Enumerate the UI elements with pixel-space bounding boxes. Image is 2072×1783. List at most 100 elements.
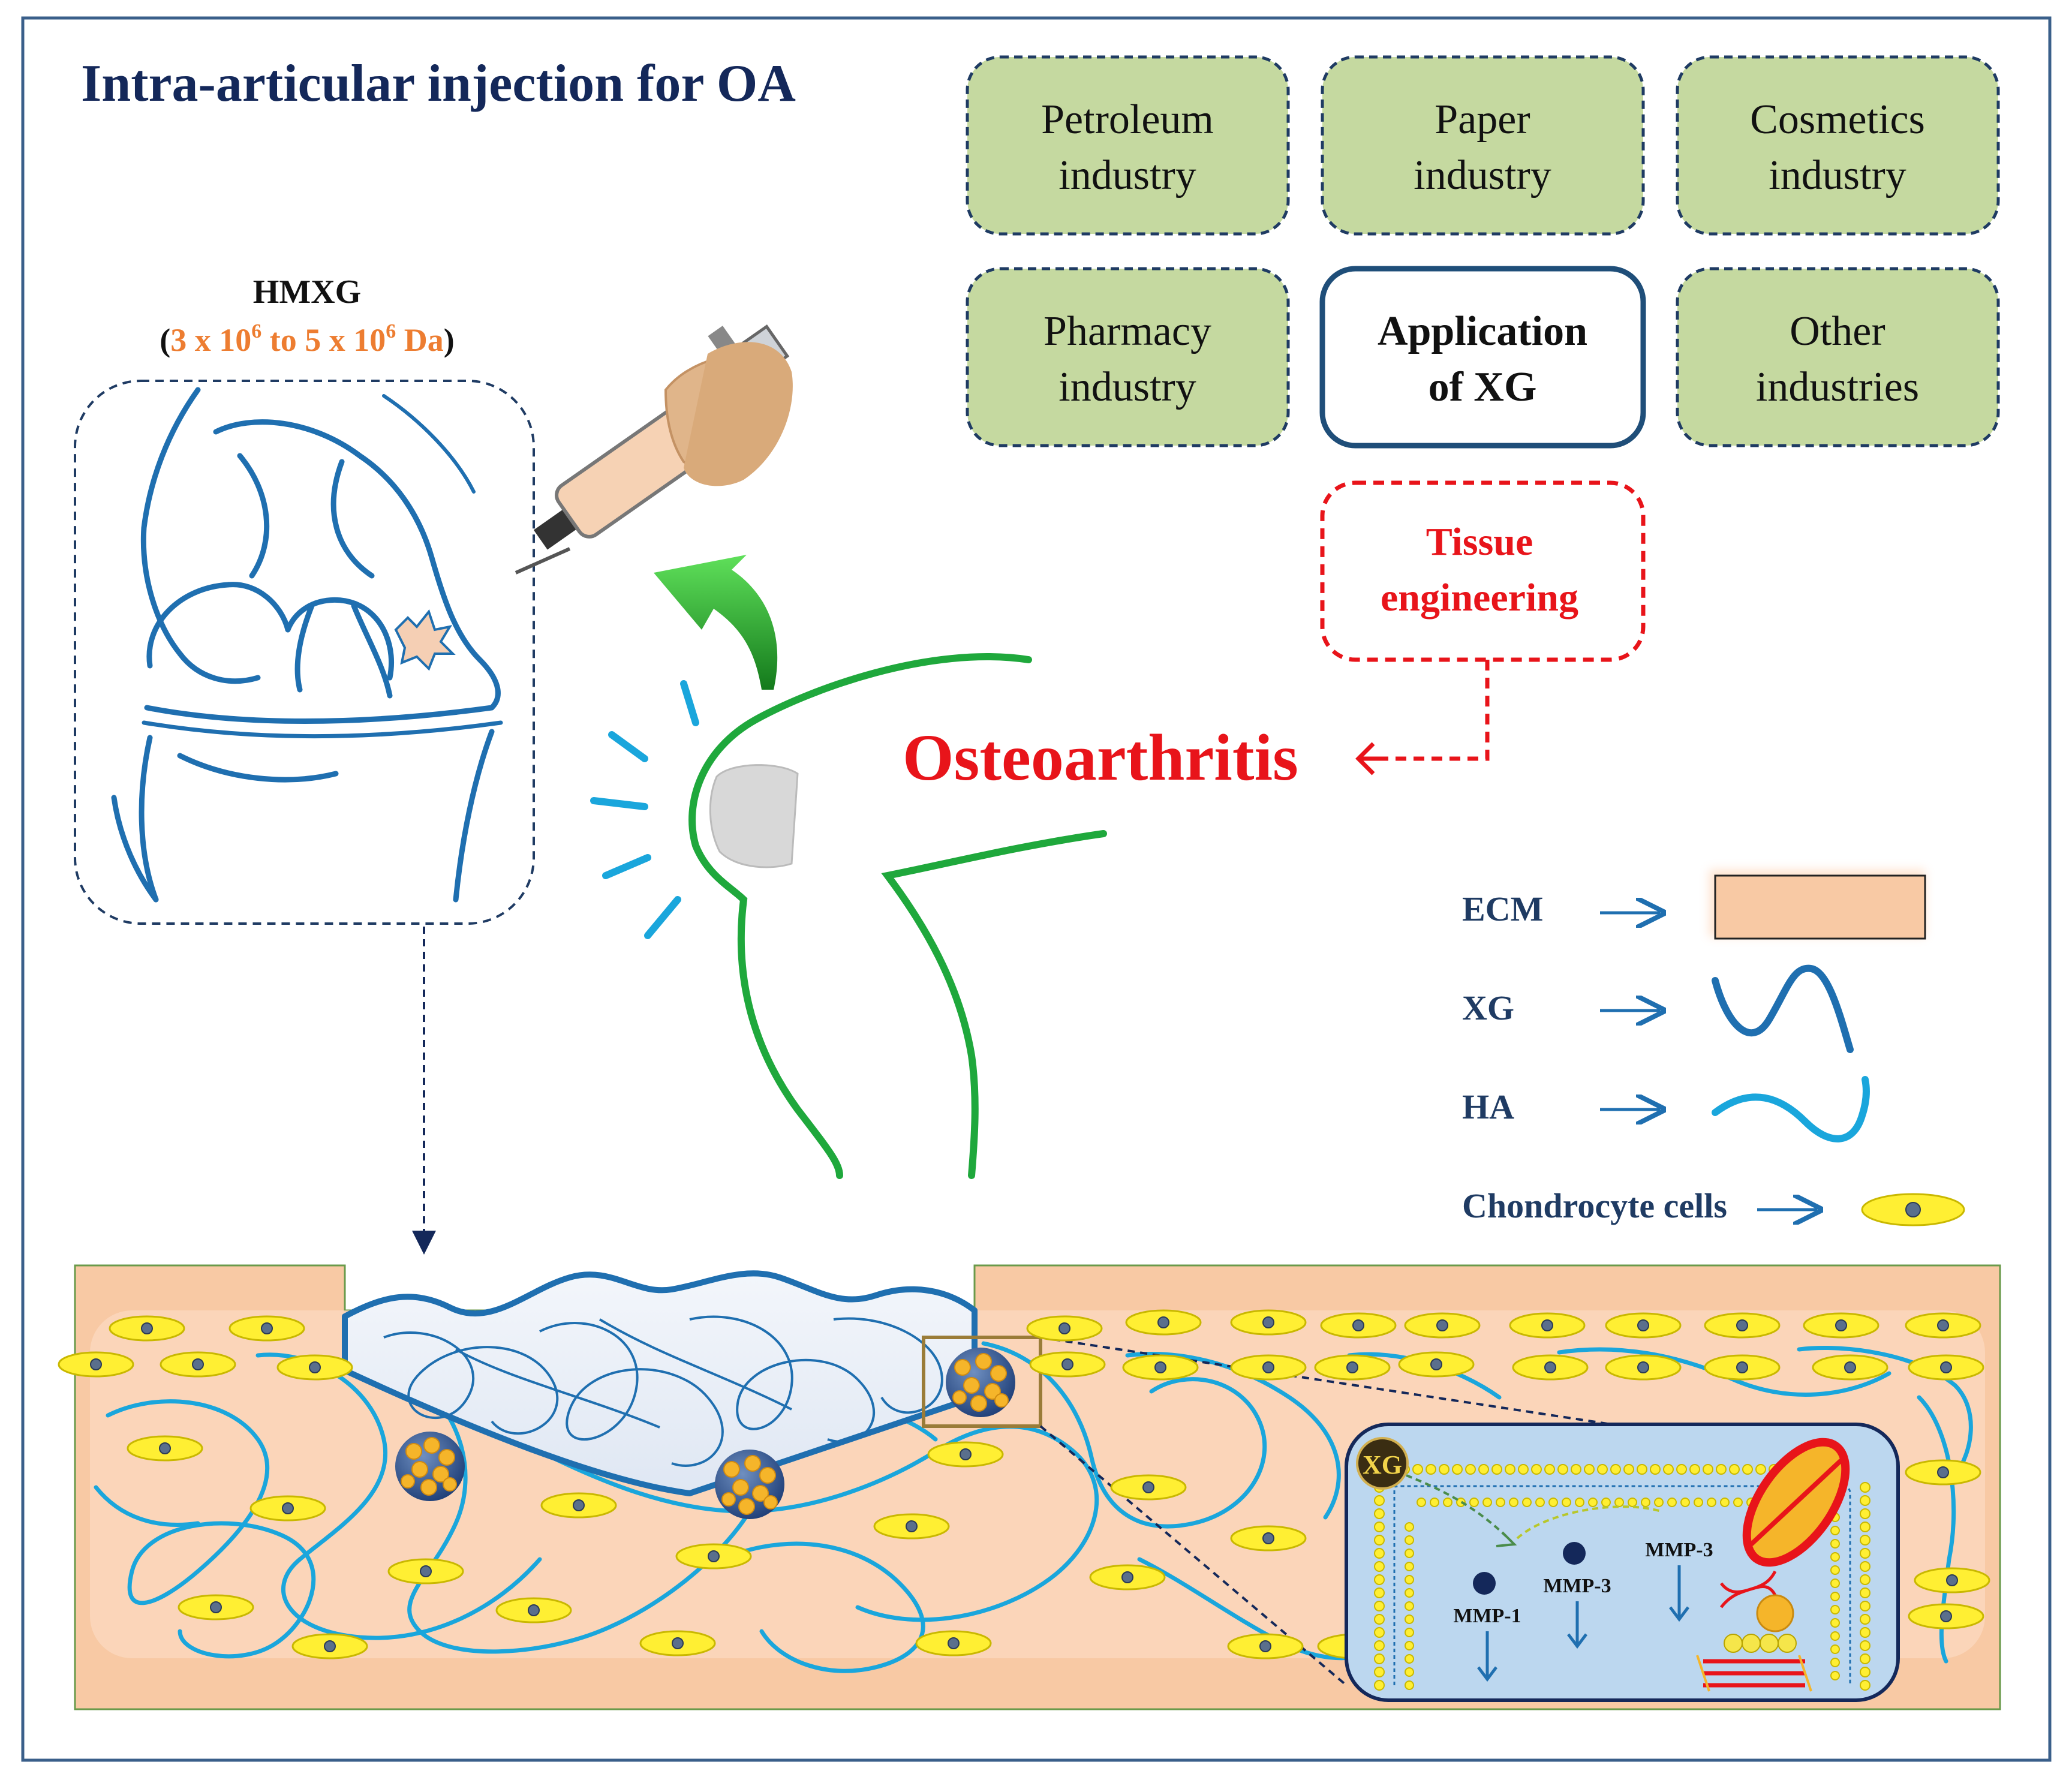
- lipid-head: [1860, 1640, 1870, 1651]
- pain-rays: [590, 680, 699, 939]
- lipid-head: [1496, 1498, 1505, 1507]
- lipid-head: [1860, 1535, 1870, 1546]
- chondrocyte-nucleus: [528, 1604, 540, 1616]
- lipid-head: [1830, 1578, 1840, 1588]
- lipid-head: [1830, 1644, 1840, 1654]
- industry-box-cosmetics: Cosmetics industry: [1676, 55, 2000, 236]
- syringe-illustration: [515, 324, 793, 575]
- lipid-head: [1733, 1498, 1743, 1507]
- chondrocyte-nucleus: [261, 1322, 273, 1334]
- chondrocyte-nucleus: [1736, 1319, 1748, 1331]
- lipid-head: [1374, 1508, 1385, 1519]
- svg-text:Paper: Paper: [1435, 97, 1530, 143]
- tissue-engineering-box: Tissue engineering: [1320, 480, 1646, 662]
- chondrocyte-nucleus: [192, 1358, 204, 1370]
- lipid-head: [1518, 1464, 1529, 1475]
- lipid-head: [1469, 1498, 1479, 1507]
- legend-item-ecm: ECM: [1462, 870, 1926, 940]
- svg-text:industry: industry: [1058, 152, 1196, 199]
- application-of-xg-box: Application of XG: [1319, 266, 1646, 449]
- chondrocyte-nucleus: [573, 1499, 585, 1511]
- chondrocyte-nucleus: [1352, 1319, 1364, 1331]
- lipid-head: [1860, 1522, 1870, 1532]
- lipid-head: [1374, 1495, 1385, 1506]
- lipid-head: [1405, 1549, 1414, 1558]
- chondrocyte-nucleus: [1937, 1319, 1949, 1331]
- lipid-head: [1614, 1498, 1624, 1507]
- lipid-head: [1571, 1464, 1581, 1475]
- chondrocyte-nucleus: [1262, 1532, 1274, 1544]
- lipid-head: [1491, 1464, 1502, 1475]
- lipid-head: [1610, 1464, 1621, 1475]
- lipid-head: [1689, 1464, 1700, 1475]
- lipid-head: [1374, 1614, 1385, 1625]
- lipid-head: [1830, 1552, 1840, 1562]
- legend-ecm-swatch: [1714, 874, 1926, 940]
- svg-text:Application: Application: [1378, 308, 1587, 354]
- lipid-head: [1755, 1464, 1766, 1475]
- tissue-to-oa-connector: [1379, 660, 1490, 761]
- lipid-head: [1374, 1548, 1385, 1559]
- hmxg-range: (3 x 106 to 5 x 106 Da): [160, 320, 454, 358]
- lipid-head: [1663, 1464, 1674, 1475]
- lipid-head: [1548, 1498, 1558, 1507]
- lipid-head: [1426, 1464, 1436, 1475]
- lipid-head: [1860, 1508, 1870, 1519]
- chondrocyte-nucleus: [948, 1637, 960, 1649]
- lipid-head: [1584, 1464, 1595, 1475]
- figure-title: Intra-articular injection for OA: [81, 55, 796, 113]
- xg-badge: XG: [1356, 1437, 1409, 1490]
- lipid-head: [1443, 1498, 1452, 1507]
- lipid-head: [1830, 1671, 1840, 1680]
- lipid-head: [1405, 1614, 1414, 1624]
- osteoarthritis-label: Osteoarthritis: [903, 721, 1298, 794]
- lipid-head: [1628, 1498, 1637, 1507]
- chondrocyte-nucleus: [960, 1448, 972, 1460]
- downregulation-arrows: [1477, 1565, 1689, 1682]
- lipid-head: [1417, 1498, 1426, 1507]
- industry-box-paper: Paper industry: [1321, 55, 1645, 236]
- lipid-head: [1478, 1464, 1489, 1475]
- lipid-head: [1860, 1587, 1870, 1598]
- svg-text:of XG: of XG: [1429, 364, 1537, 410]
- lipid-head: [1623, 1464, 1634, 1475]
- lipid-head: [1405, 1575, 1414, 1584]
- chondrocyte-nucleus: [309, 1361, 321, 1373]
- svg-text:XG: XG: [1462, 988, 1514, 1027]
- mitochondrion: [1742, 1438, 1850, 1567]
- svg-text:Pharmacy: Pharmacy: [1043, 308, 1211, 354]
- lipid-head: [1860, 1653, 1870, 1664]
- svg-text:industry: industry: [1058, 364, 1196, 410]
- tissue-to-oa-arrowhead: [1355, 742, 1379, 775]
- lipid-head: [1482, 1498, 1492, 1507]
- lipid-tails: [1393, 1485, 1851, 1685]
- chondrocyte-nucleus: [1844, 1361, 1856, 1373]
- lipid-head: [1535, 1498, 1545, 1507]
- lipid-head: [1374, 1574, 1385, 1585]
- lipid-head: [1405, 1628, 1414, 1637]
- lipid-head: [1860, 1548, 1870, 1559]
- lipid-head: [1405, 1601, 1414, 1611]
- svg-text:Chondrocyte cells: Chondrocyte cells: [1462, 1186, 1727, 1225]
- lipid-head: [1860, 1601, 1870, 1611]
- hmxg-hydrogel: [342, 1270, 978, 1496]
- chondrocyte-nucleus: [1346, 1361, 1358, 1373]
- lipid-head: [1405, 1562, 1414, 1571]
- svg-text:industries: industries: [1756, 364, 1919, 410]
- lipid-head: [1439, 1464, 1450, 1475]
- chondrocyte-nucleus: [1835, 1319, 1847, 1331]
- figure-frame: [21, 16, 2052, 1762]
- chondrocyte-nucleus: [1061, 1358, 1073, 1370]
- legend-ha-swatch: [1712, 1076, 1870, 1142]
- lipid-head: [1412, 1464, 1423, 1475]
- legend-item-chondrocyte: Chondrocyte cells: [1462, 1186, 1965, 1226]
- lipid-head: [1830, 1618, 1840, 1628]
- lipid-head: [1405, 1667, 1414, 1677]
- chondrocyte-nucleus: [1946, 1574, 1958, 1586]
- chondrocyte-nucleus: [141, 1322, 153, 1334]
- industry-box-petroleum: Petroleum industry: [966, 55, 1290, 236]
- svg-text:Cosmetics: Cosmetics: [1750, 97, 1925, 143]
- chondrocyte-nucleus: [1940, 1361, 1952, 1373]
- lipid-head: [1405, 1522, 1414, 1532]
